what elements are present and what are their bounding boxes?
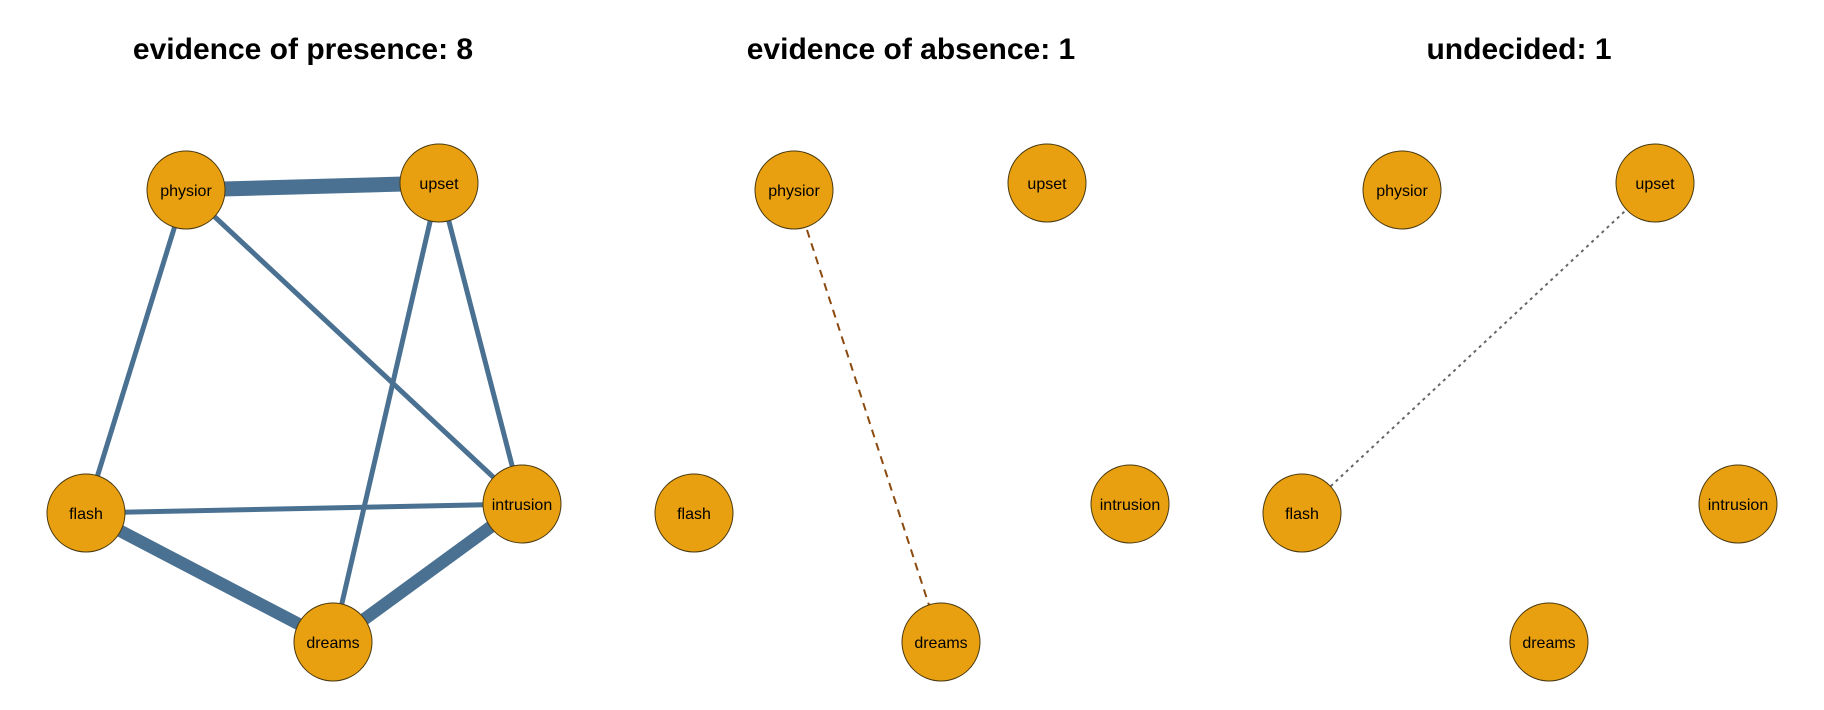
panel-presence: evidence of presence: 8 physior upset flash… bbox=[46, 33, 562, 682]
edge-flash-dreams bbox=[83, 507, 336, 648]
edge-upset-intrusion bbox=[436, 182, 525, 505]
panel-title: undecided: 1 bbox=[1426, 33, 1611, 66]
node-circle bbox=[46, 473, 126, 553]
node-label: dreams bbox=[1522, 635, 1575, 652]
node-upset: upset bbox=[1007, 143, 1087, 223]
node-flash: flash bbox=[1262, 473, 1342, 553]
node-label: physior bbox=[160, 183, 212, 200]
node-label: intrusion bbox=[1708, 497, 1768, 514]
node-circle bbox=[654, 473, 734, 553]
panel-title: evidence of absence: 1 bbox=[747, 33, 1075, 66]
node-label: dreams bbox=[914, 635, 967, 652]
node-label: upset bbox=[1635, 176, 1675, 193]
node-circle bbox=[1007, 143, 1087, 223]
node-intrusion: intrusion bbox=[1698, 464, 1778, 544]
node-dreams: dreams bbox=[1509, 602, 1589, 682]
node-circle bbox=[1090, 464, 1170, 544]
panel-title: evidence of presence: 8 bbox=[133, 33, 473, 66]
node-label: upset bbox=[1027, 176, 1067, 193]
edge-upset-flash bbox=[1301, 182, 1656, 514]
node-upset: upset bbox=[399, 143, 479, 223]
node-label: dreams bbox=[306, 635, 359, 652]
panel-absence: evidence of absence: 1 physior upset flash i… bbox=[654, 33, 1170, 682]
node-label: flash bbox=[69, 506, 103, 523]
node-circle bbox=[399, 143, 479, 223]
node-circle bbox=[754, 150, 834, 230]
node-circle bbox=[1509, 602, 1589, 682]
node-circle bbox=[901, 602, 981, 682]
node-flash: flash bbox=[46, 473, 126, 553]
node-label: physior bbox=[1376, 183, 1428, 200]
edge-physior-flash bbox=[83, 189, 189, 514]
node-label: intrusion bbox=[1100, 497, 1160, 514]
node-dreams: dreams bbox=[293, 602, 373, 682]
node-label: physior bbox=[768, 183, 820, 200]
node-label: flash bbox=[1285, 506, 1319, 523]
node-circle bbox=[293, 602, 373, 682]
edge-physior-upset bbox=[185, 175, 440, 198]
edge-flash-intrusion bbox=[85, 501, 523, 516]
edge-upset-dreams bbox=[330, 182, 442, 643]
node-label: upset bbox=[419, 176, 459, 193]
node-label: intrusion bbox=[492, 497, 552, 514]
node-label: flash bbox=[677, 506, 711, 523]
edge-physior-intrusion bbox=[184, 188, 524, 506]
node-circle bbox=[146, 150, 226, 230]
node-dreams: dreams bbox=[901, 602, 981, 682]
edge-physior-dreams bbox=[793, 189, 942, 643]
node-circle bbox=[1698, 464, 1778, 544]
node-physior: physior bbox=[754, 150, 834, 230]
node-circle bbox=[1262, 473, 1342, 553]
node-circle bbox=[1362, 150, 1442, 230]
node-flash: flash bbox=[654, 473, 734, 553]
node-intrusion: intrusion bbox=[1090, 464, 1170, 544]
node-circle bbox=[1615, 143, 1695, 223]
node-physior: physior bbox=[146, 150, 226, 230]
node-upset: upset bbox=[1615, 143, 1695, 223]
panel-undecided: undecided: 1 physior upset flash intrusion dr… bbox=[1262, 33, 1778, 682]
node-intrusion: intrusion bbox=[482, 464, 562, 544]
node-circle bbox=[482, 464, 562, 544]
node-physior: physior bbox=[1362, 150, 1442, 230]
